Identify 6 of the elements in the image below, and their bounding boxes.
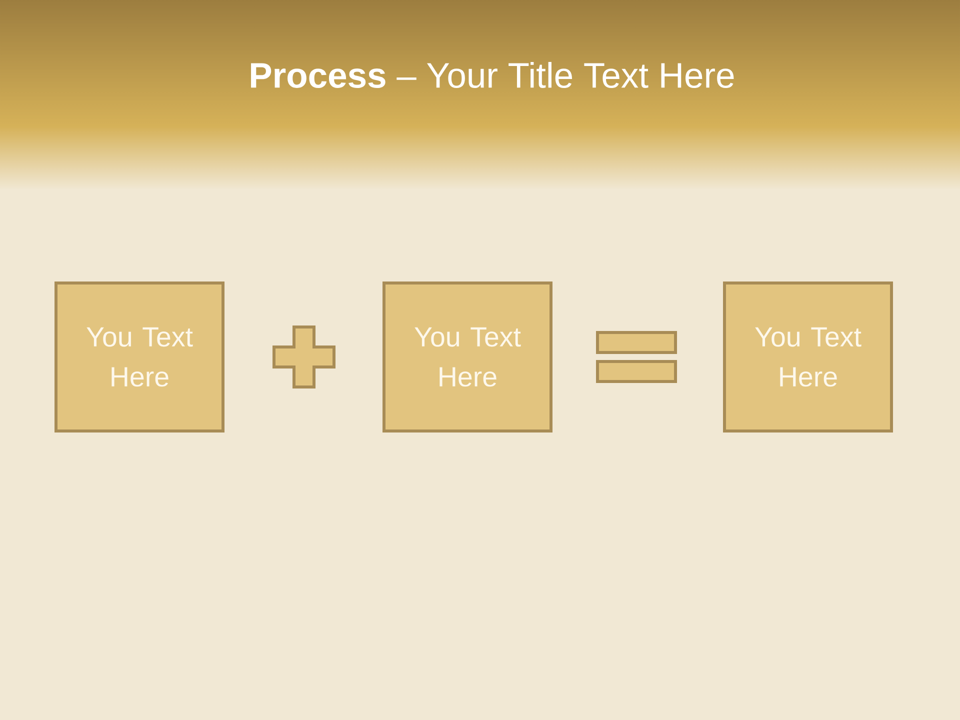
text-box: You Text Here (723, 281, 893, 432)
text-box: You Text Here (382, 281, 552, 432)
plus-sign (272, 325, 336, 388)
equals-sign (596, 331, 677, 383)
text-box: You Text Here (54, 281, 224, 432)
title: Process – Your Title Text Here (251, 62, 734, 88)
